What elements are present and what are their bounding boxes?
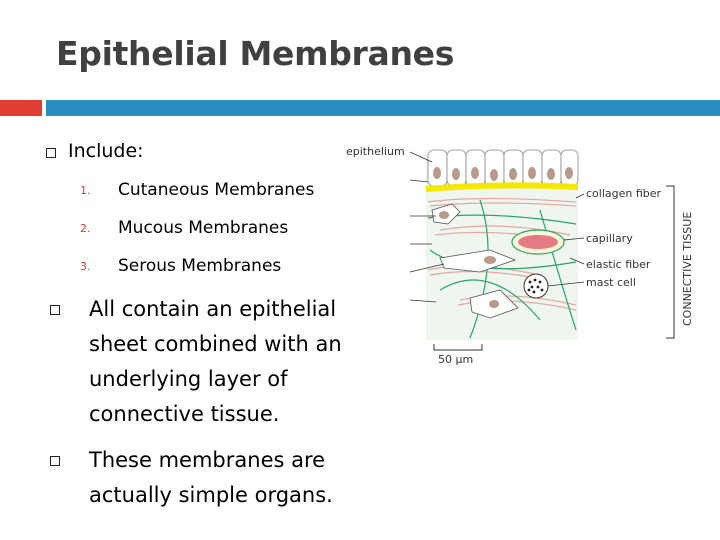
fibroblast-nucleus — [489, 300, 499, 308]
list-text: Serous Membranes — [118, 256, 282, 276]
mast-cell-circle — [523, 273, 549, 299]
title-divider-blue — [46, 100, 720, 116]
epithelial-cells — [427, 149, 579, 187]
connective-bracket — [666, 185, 675, 339]
list-number: 2. — [80, 222, 91, 235]
bullet-line: All contain an epithelial — [89, 297, 337, 321]
square-bullet-icon — [50, 456, 60, 466]
label-capillary: capillary — [586, 232, 633, 245]
list-text: Cutaneous Membranes — [118, 180, 315, 200]
label-scale: 50 μm — [438, 353, 473, 366]
list-text: Mucous Membranes — [118, 218, 289, 238]
basement-membrane — [426, 182, 578, 192]
slide-title: Epithelial Membranes — [56, 34, 455, 73]
label-epithelium: epithelium — [346, 145, 405, 158]
square-bullet-icon — [50, 305, 60, 315]
fibroblast-nucleus — [484, 256, 496, 264]
list-number: 3. — [80, 260, 91, 273]
label-connective-tissue: CONNECTIVE TISSUE — [681, 212, 694, 326]
bullet-line: underlying layer of — [89, 367, 288, 391]
square-bullet-icon — [46, 148, 56, 158]
capillary-lumen — [518, 235, 558, 249]
label-elastic-fiber: elastic fiber — [586, 258, 651, 271]
epithelial-membrane-diagram: epithelium collagen fiber capillary elas… — [346, 145, 694, 366]
bullet-line: These membranes are — [89, 448, 326, 472]
mast-cell-granules — [527, 278, 544, 294]
label-collagen-fiber: collagen fiber — [586, 187, 662, 200]
label-mast-cell: mast cell — [586, 276, 636, 289]
collagen-fibers — [427, 197, 577, 311]
title-divider-red — [0, 100, 42, 116]
include-label: Include: — [68, 140, 144, 162]
leader-lines — [409, 151, 585, 303]
fibroblast-nucleus — [439, 211, 449, 219]
bullet-line: actually simple organs. — [89, 483, 333, 507]
bullet-line: connective tissue. — [89, 402, 280, 426]
scale-bar — [433, 344, 483, 351]
list-number: 1. — [80, 184, 91, 197]
bullet-line: sheet combined with an — [89, 332, 342, 356]
